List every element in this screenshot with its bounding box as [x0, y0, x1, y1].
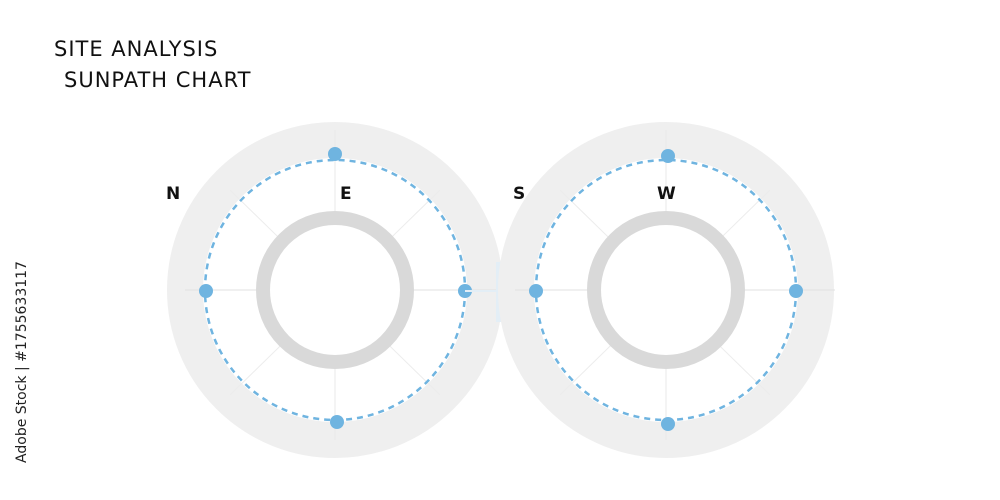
direction-label-south: S — [513, 184, 526, 204]
right-marker-top — [661, 149, 675, 163]
left-marker-top — [328, 147, 342, 161]
right-marker-bottom — [661, 417, 675, 431]
right-inner-ring — [587, 211, 745, 369]
left-marker-bottom — [330, 415, 344, 429]
page-title-line-2: SUNPATH CHART — [64, 68, 252, 92]
right-sunpath-diagram — [498, 122, 835, 458]
right-marker-left — [529, 284, 543, 298]
direction-label-east: E — [340, 184, 352, 204]
side-caption: Adobe Stock | #1755633117 — [8, 261, 36, 463]
left-inner-ring — [256, 211, 414, 369]
direction-label-west: W — [657, 184, 676, 204]
left-sunpath-diagram — [167, 122, 503, 458]
direction-label-north: N — [166, 184, 181, 204]
page-title-line-1: SITE ANALYSIS — [54, 37, 219, 61]
left-marker-left — [199, 284, 213, 298]
right-marker-right — [789, 284, 803, 298]
side-caption-text: Adobe Stock | #1755633117 — [14, 261, 30, 463]
